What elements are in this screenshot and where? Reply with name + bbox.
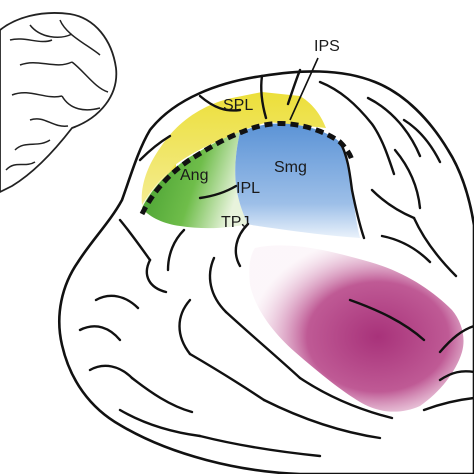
main-brain [58, 70, 474, 474]
temporal-region [249, 245, 464, 412]
sulci [78, 68, 474, 458]
label-ipl: IPL [236, 180, 260, 197]
label-smg: Smg [274, 159, 307, 176]
spl-region [141, 92, 326, 205]
ips-sulcus-dashed [139, 121, 355, 216]
ips-pointer [289, 57, 319, 121]
label-ips: IPS [314, 38, 340, 55]
label-tpj: TPJ [221, 214, 249, 231]
label-spl: SPL [223, 97, 253, 114]
inset-brain [0, 12, 118, 193]
smg-region [235, 123, 360, 238]
label-ang: Ang [180, 167, 208, 184]
ang-region [142, 132, 248, 229]
